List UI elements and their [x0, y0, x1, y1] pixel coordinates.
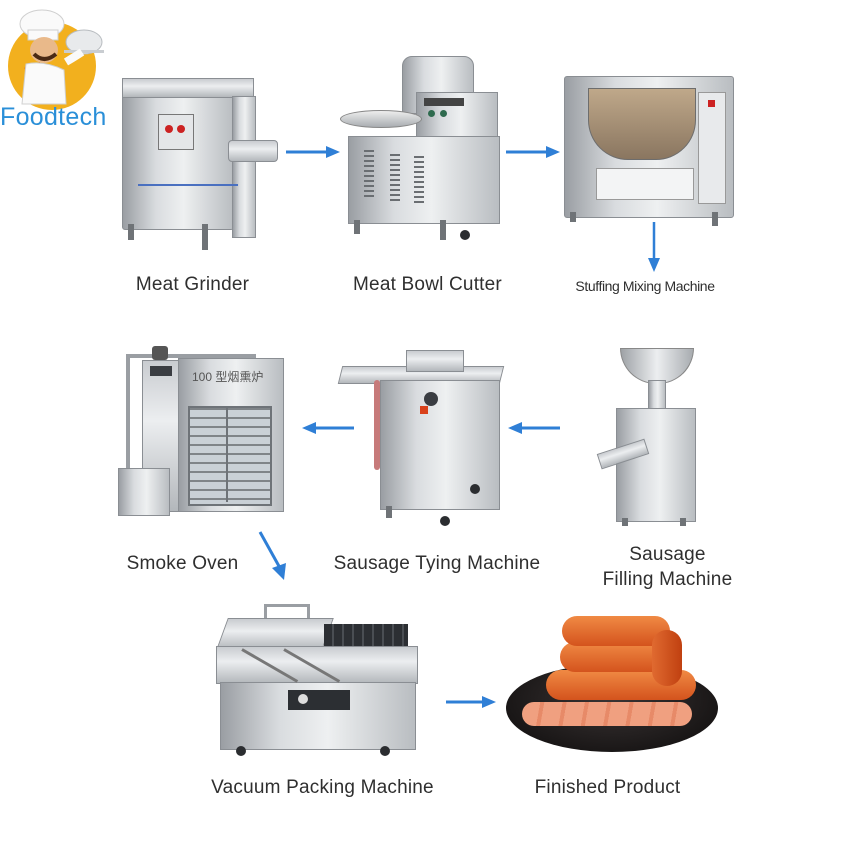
chef-mascot-icon	[19, 9, 104, 105]
arrow-right-icon	[506, 146, 560, 158]
brand-logo: Foodtech	[0, 0, 120, 140]
oven-model-text: 100 型烟熏炉	[192, 370, 264, 384]
step-label-sausage-filling-machine: Sausage Filling Machine	[585, 542, 750, 592]
step-label-finished-product: Finished Product	[534, 777, 681, 798]
arrow-diagonal-icon	[258, 531, 286, 580]
smoke-oven-icon: 100 型烟熏炉	[112, 344, 292, 524]
vacuum-packer-icon	[212, 600, 424, 764]
arrow-right-icon	[446, 696, 496, 708]
step-label-sausage-tying-machine: Sausage Tying Machine	[333, 553, 541, 574]
step-label-stuffing-mixing-machine: Stuffing Mixing Machine	[575, 278, 715, 294]
label-line-2: Filling Machine	[602, 569, 733, 590]
tying-machine-icon	[336, 344, 506, 530]
arrow-left-icon	[302, 422, 354, 434]
step-label-meat-bowl-cutter: Meat Bowl Cutter	[353, 274, 502, 295]
step-label-meat-grinder: Meat Grinder	[135, 274, 250, 295]
sausage-plate-icon	[502, 612, 722, 758]
filling-machine-icon	[592, 344, 712, 528]
arrow-left-icon	[508, 422, 560, 434]
mixing-machine-icon	[560, 72, 740, 232]
brand-name: Foodtech	[0, 103, 107, 131]
meat-grinder-machine-icon	[118, 74, 288, 254]
arrow-down-icon	[648, 222, 660, 272]
step-label-smoke-oven: Smoke Oven	[126, 553, 239, 574]
arrow-right-icon	[286, 146, 340, 158]
step-label-vacuum-packing-machine: Vacuum Packing Machine	[211, 777, 434, 798]
bowl-cutter-machine-icon	[340, 52, 505, 252]
label-line-1: Sausage	[629, 544, 706, 565]
